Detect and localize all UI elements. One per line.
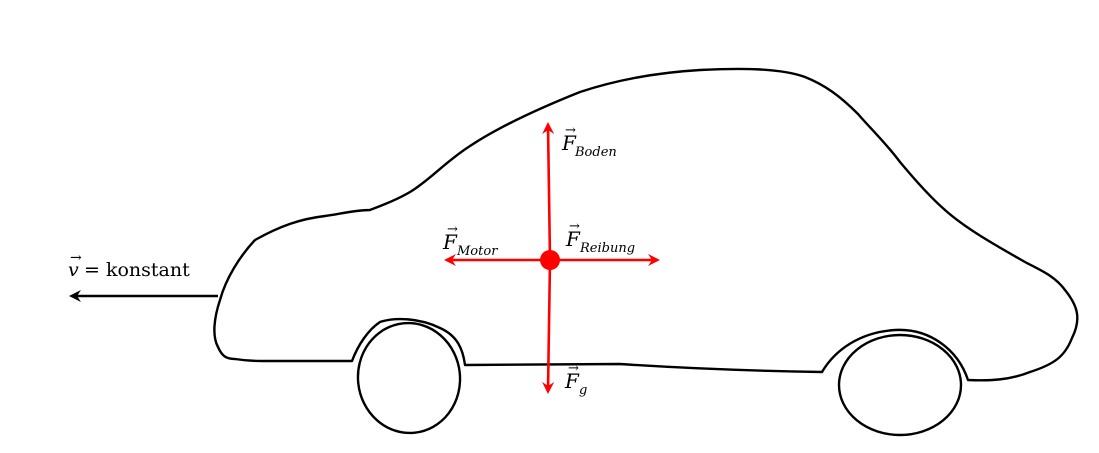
force-subscript: Motor — [456, 244, 498, 259]
force-subscript: Reibung — [579, 241, 635, 256]
center-of-mass-dot — [540, 250, 560, 270]
vector-accent: → — [447, 222, 458, 237]
force-arrow-boden — [542, 122, 555, 261]
force-subscript: g — [579, 383, 587, 398]
force-label-reibung: → F Reibung — [565, 219, 635, 256]
force-label-gravity: → F g — [564, 361, 587, 398]
velocity-label: v → = konstant — [68, 250, 190, 281]
vector-accent-v: → — [70, 250, 82, 266]
vector-accent: → — [565, 123, 576, 138]
car-body-outline — [213, 67, 1079, 382]
force-arrow-gravity — [542, 259, 555, 394]
force-label-motor: → F Motor — [442, 222, 498, 259]
force-symbol: F — [561, 131, 577, 155]
velocity-symbol: v — [68, 259, 79, 281]
force-symbol: F — [565, 227, 581, 251]
force-symbol: F — [564, 369, 580, 393]
velocity-text: = konstant — [84, 259, 190, 281]
force-symbol: F — [442, 230, 458, 254]
rear-wheel — [837, 333, 963, 437]
vector-accent: → — [568, 361, 579, 376]
vector-accent: → — [569, 219, 580, 234]
force-label-boden: → F Boden — [561, 123, 617, 160]
front-wheel — [356, 321, 462, 435]
force-subscript: Boden — [574, 145, 617, 160]
